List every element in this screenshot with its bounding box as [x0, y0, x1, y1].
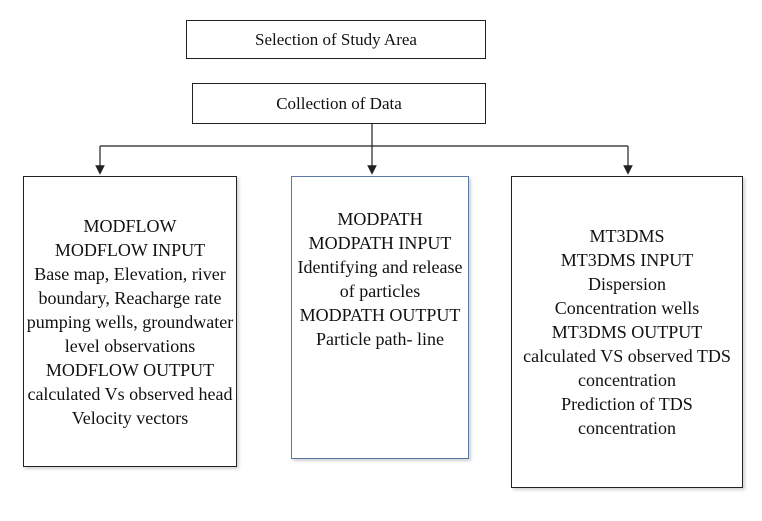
- mt3dms-line: Dispersion: [588, 274, 666, 294]
- data-collection-label: Collection of Data: [276, 93, 402, 113]
- mt3dms-line: MT3DMS: [589, 226, 665, 246]
- modflow-line: calculated Vs observed head: [27, 383, 233, 404]
- mt3dms-line: MT3DMS OUTPUT: [551, 322, 703, 342]
- mt3dms-line: Prediction of TDS: [561, 394, 693, 414]
- modflow-line: Velocity vectors: [71, 407, 189, 428]
- modpath-line: MODPATH INPUT: [308, 233, 452, 253]
- study-area-box: Selection of Study Area: [186, 20, 486, 59]
- modflow-line: Base map, Elevation, river: [34, 263, 226, 284]
- modflow-line: MODFLOW INPUT: [54, 239, 206, 260]
- modpath-line: of particles: [339, 281, 421, 301]
- mt3dms-line: concentration: [578, 370, 676, 390]
- mt3dms-line: Concentration wells: [554, 298, 700, 318]
- modflow-line: pumping wells, groundwater: [26, 311, 234, 332]
- modpath-line: MODPATH: [337, 209, 423, 229]
- modpath-line: MODPATH OUTPUT: [299, 305, 461, 325]
- modflow-line: level observations: [64, 335, 196, 356]
- data-collection-box: Collection of Data: [192, 83, 486, 124]
- modflow-line: MODFLOW: [83, 215, 177, 236]
- modflow-line: boundary, Reacharge rate: [38, 287, 222, 308]
- modflow-box: MODFLOW MODFLOW INPUT Base map, Elevatio…: [23, 176, 237, 467]
- modpath-line: Identifying and release: [297, 257, 463, 277]
- mt3dms-line: calculated VS observed TDS: [523, 346, 731, 366]
- mt3dms-line: MT3DMS INPUT: [560, 250, 694, 270]
- mt3dms-box: MT3DMS MT3DMS INPUT Dispersion Concentra…: [511, 176, 743, 488]
- study-area-label: Selection of Study Area: [255, 29, 417, 49]
- modpath-box: MODPATH MODPATH INPUT Identifying and re…: [291, 176, 469, 459]
- mt3dms-line: concentration: [578, 418, 676, 438]
- modpath-line: Particle path- line: [316, 329, 444, 349]
- modflow-line: MODFLOW OUTPUT: [45, 359, 215, 380]
